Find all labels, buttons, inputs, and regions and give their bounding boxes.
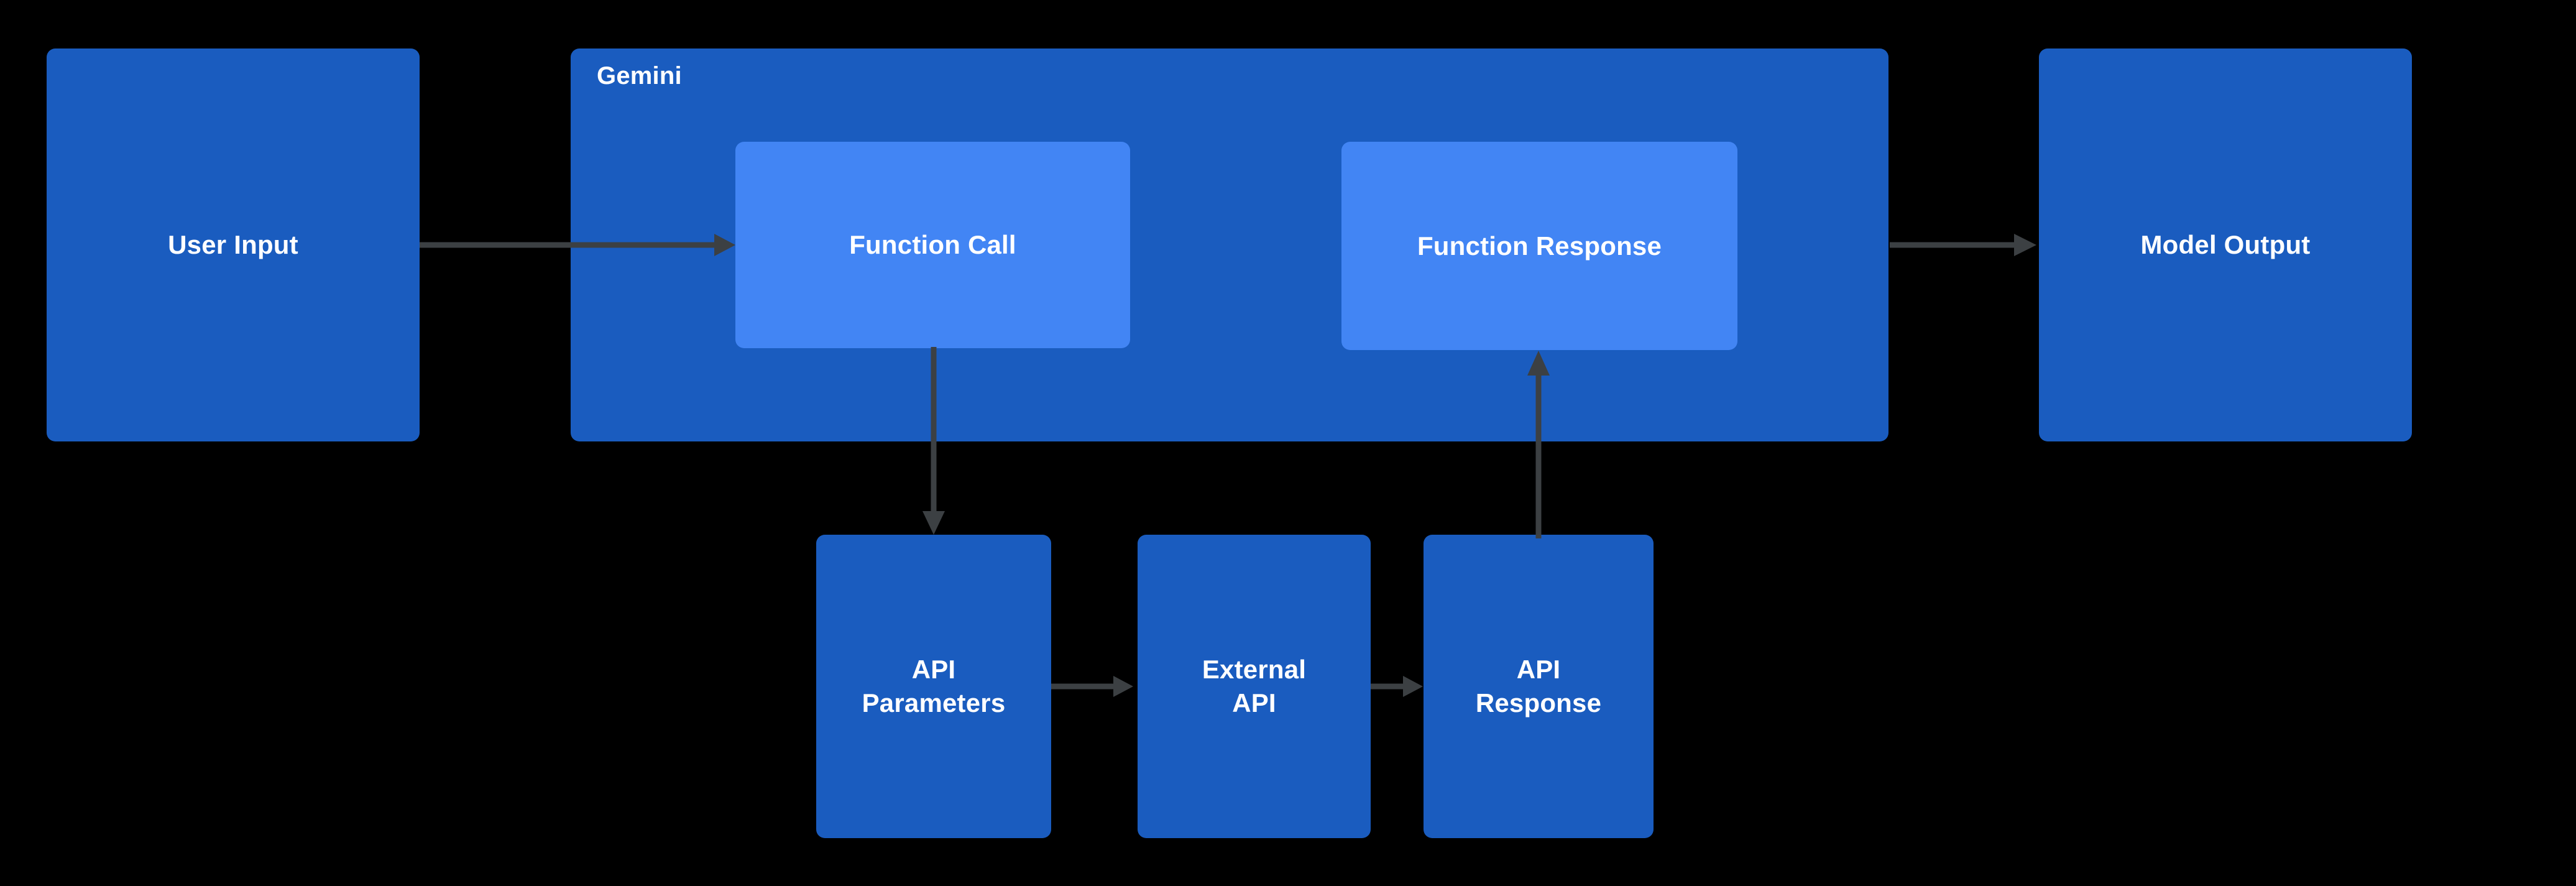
node-api-response[interactable]: API Response [1424, 535, 1654, 838]
node-function-call-label: Function Call [849, 230, 1016, 260]
node-user-input-label: User Input [168, 230, 298, 260]
node-user-input[interactable]: User Input [47, 48, 420, 441]
node-api-response-label: API Response [1475, 655, 1602, 718]
node-function-response[interactable]: Function Response [1341, 142, 1737, 350]
node-model-output-label: Model Output [2140, 230, 2311, 260]
node-function-call[interactable]: Function Call [735, 142, 1130, 348]
node-api-parameters[interactable]: API Parameters [816, 535, 1051, 838]
node-external-api[interactable]: External API [1138, 535, 1371, 838]
edge-gemini-to-model-output [1890, 224, 2051, 274]
group-gemini-label: Gemini [597, 62, 682, 90]
node-model-output[interactable]: Model Output [2039, 48, 2412, 441]
node-function-response-label: Function Response [1417, 231, 1662, 261]
node-api-parameters-label: API Parameters [862, 655, 1006, 718]
edge-api-parameters-to-external-api [1051, 665, 1144, 713]
node-external-api-label: External API [1202, 655, 1307, 718]
